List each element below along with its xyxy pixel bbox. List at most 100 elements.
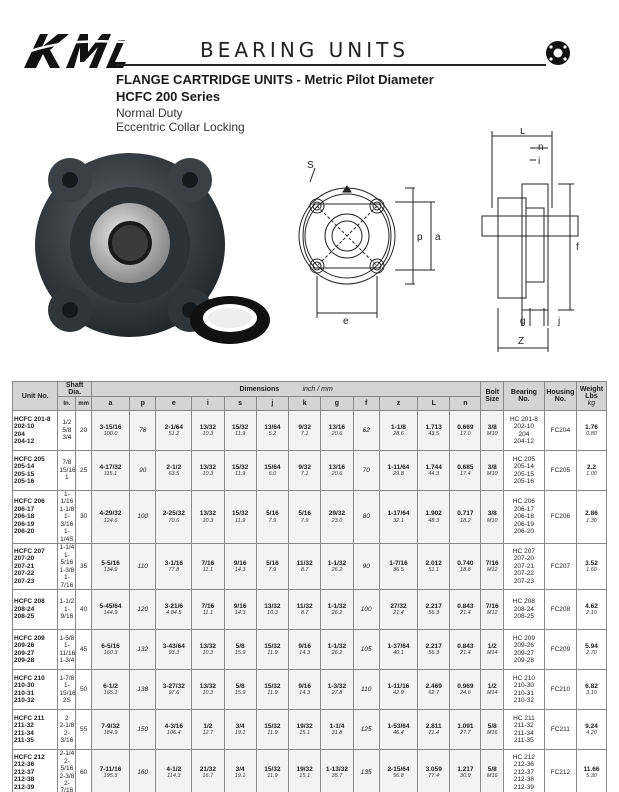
- unit-no-cell-line: 209-28: [14, 657, 35, 665]
- dim-n-cell-mm: 18.2: [460, 517, 471, 524]
- dim-j-cell-inch: 13/32: [264, 602, 281, 610]
- weight-kg: 0.80: [586, 431, 597, 438]
- bolt-size-cell-inch: 5/8: [487, 765, 497, 773]
- dim-label-a: a: [435, 232, 441, 243]
- header-k: k: [288, 396, 322, 411]
- dim-g-cell-inch: 1-3/32: [327, 682, 347, 690]
- shaft-mm-cell: 25: [75, 450, 92, 491]
- unit-no-cell-line: 209-27: [14, 649, 35, 657]
- shaft-in-cell-line: 2: [65, 714, 69, 722]
- bolt-size-cell-inch: 3/8: [487, 463, 497, 471]
- shaft-mm-cell: 45: [75, 629, 92, 671]
- weight-kg: 2.70: [586, 650, 597, 657]
- dim-s-cell-inch: 15/32: [231, 510, 249, 518]
- bearing-no-cell-line: 209-27: [513, 649, 535, 657]
- dim-s-cell-inch: 9/16: [233, 602, 247, 610]
- shaft-in-cell-line: 2S: [62, 697, 71, 705]
- dim-e-cell-mm: 106.4: [166, 730, 181, 737]
- dim-s-cell-mm: 11.9: [234, 517, 246, 524]
- side-view-drawing: L n i f g j Z: [481, 128, 579, 352]
- dim-L-cell-mm: 77.4: [428, 773, 440, 780]
- dim-k-cell-inch: 9/16: [298, 642, 311, 650]
- bolt-size-cell-mm: M12: [486, 567, 498, 574]
- dim-g-cell-mm: 27.8: [331, 690, 343, 697]
- dim-label-s: S: [307, 160, 314, 171]
- dim-k-cell-inch: 19/32: [296, 722, 313, 730]
- dim-i-cell-inch: 13/32: [199, 423, 216, 431]
- dim-L-cell-mm: 71.4: [428, 730, 440, 737]
- shaft-mm-cell: 35: [75, 543, 92, 591]
- dim-a-cell-mm: 100.0: [103, 431, 118, 438]
- dim-j-cell-inch: 15/32: [264, 722, 281, 730]
- dim-j-cell-mm: 11.9: [267, 690, 278, 697]
- dim-i-cell-mm: 16.7: [202, 773, 214, 780]
- unit-no-cell-line: HCFC 211: [14, 714, 45, 722]
- bearing-no-cell-line: HC 211: [513, 714, 535, 722]
- shaft-in-cell-line: 1-15/16: [59, 682, 76, 697]
- product-photo: [35, 153, 270, 344]
- dim-L-cell-mm: 44.3: [428, 471, 440, 478]
- header-divider: [116, 64, 546, 66]
- dim-a-cell-mm: 134.9: [103, 567, 118, 574]
- dim-e-cell-inch: 2-1/2: [166, 463, 182, 471]
- dim-a-cell-inch: 4-29/32: [99, 510, 122, 518]
- dim-s-cell-inch: 15/32: [231, 463, 249, 471]
- dim-p-cell: 100: [129, 489, 157, 545]
- bearing-no-cell-line: HC 201-8: [510, 415, 538, 423]
- dim-z-cell-mm: 40.1: [393, 650, 404, 657]
- shaft-in-cell-line: 2-1/4: [59, 750, 75, 758]
- header-mm: mm: [75, 396, 92, 411]
- header-housing-no: Housing No.: [543, 381, 578, 411]
- dim-z-cell-mm: 29.8: [393, 471, 404, 478]
- dim-i-cell-inch: 13/32: [199, 642, 216, 650]
- dimensions-label: Dimensions: [239, 385, 280, 393]
- bearing-no-cell-line: 206-17: [513, 505, 535, 513]
- dim-n-cell-inch: 0.740: [457, 559, 474, 567]
- bearing-no-cell-line: 212-38: [513, 776, 535, 784]
- unit-no-cell-line: 205-15: [14, 470, 35, 478]
- shaft-in-cell-line: 3/4: [62, 434, 72, 442]
- dim-label-n: n: [538, 142, 544, 153]
- shaft-in-cell-line: 1-9/16: [60, 605, 74, 621]
- dim-g-cell-inch: 1-13/32: [325, 765, 348, 773]
- unit-no-cell-line: HCFC 208: [14, 598, 45, 606]
- dim-g-cell-mm: 26.2: [331, 650, 343, 657]
- dim-e-cell-mm: 77.8: [168, 567, 180, 574]
- bolt-size-cell-mm: M10: [486, 431, 498, 438]
